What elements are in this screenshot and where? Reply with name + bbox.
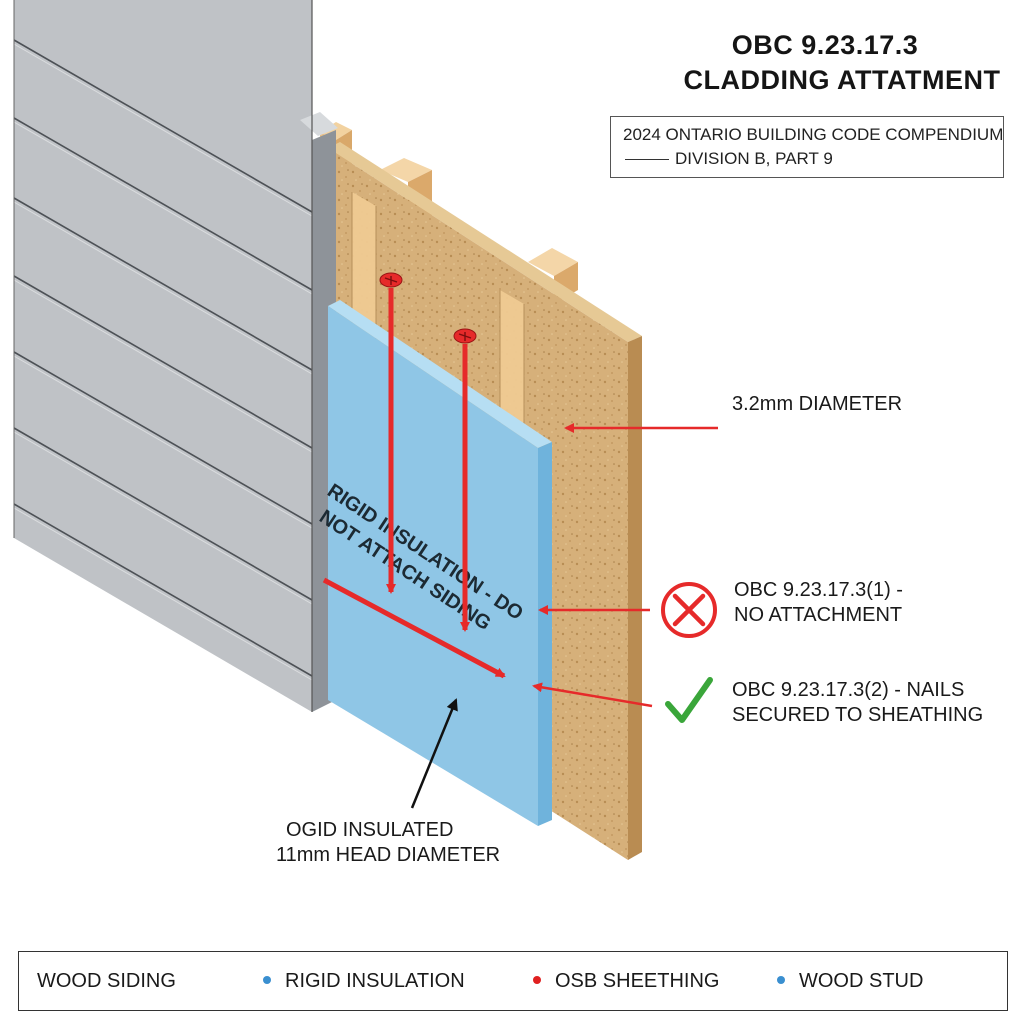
wood-siding (13, 0, 338, 712)
legend-item-rigid-insulation: RIGID INSULATION (263, 970, 465, 993)
legend-item-osb-sheathing: OSB SHEETHING (533, 970, 719, 993)
source-line2: DIVISION B, PART 9 (675, 149, 833, 168)
arrow-bottom-label (410, 698, 458, 809)
legend-dot-blue (777, 975, 785, 984)
callout-bottom: OGID INSULATED 11mm HEAD DIAMETER (276, 818, 500, 868)
source-line2-wrap: DIVISION B, PART 9 (625, 149, 833, 169)
nail-2 (453, 328, 477, 632)
dash-rule (625, 159, 669, 161)
legend: WOOD SIDING RIGID INSULATION OSB SHEETHI… (18, 951, 1008, 1011)
callout-bottom-line1: OGID INSULATED (286, 819, 454, 841)
title-line1: OBC 9.23.17.3 (731, 30, 919, 60)
callout-nails-line2: SECURED TO SHEATHING (732, 704, 984, 726)
legend-dot-red (533, 975, 541, 984)
legend-dot-blue (263, 975, 271, 984)
source-line1: 2024 ONTARIO BUILDING CODE COMPENDIUM (623, 125, 1004, 144)
diagonal-red-arrow (322, 577, 506, 679)
legend-label: OSB SHEETHING (555, 970, 720, 992)
rigid-insulation-panel: RIGID INSULATION - DO NOT ATTACH SIDING (315, 300, 552, 826)
arrow-nails (532, 682, 653, 708)
check-icon (665, 677, 713, 723)
title-line2: CLADDING ATTATMENT (683, 65, 1001, 95)
callout-nails: OBC 9.23.17.3(2) - NAILS SECURED TO SHEA… (732, 678, 983, 728)
legend-label: WOOD STUD (799, 970, 924, 992)
legend-label: WOOD SIDING (37, 970, 176, 992)
callout-no-attachment: OBC 9.23.17.3(1) - NO ATTACHMENT (734, 578, 903, 628)
callout-nails-line1: OBC 9.23.17.3(2) - NAILS (732, 679, 965, 701)
diagram-title: OBC 9.23.17.3 CLADDING ATTATMENT (640, 30, 1020, 96)
callout-bottom-line2: 11mm HEAD DIAMETER (276, 844, 501, 866)
legend-item-wood-siding: WOOD SIDING (37, 970, 176, 993)
nail-1 (379, 272, 403, 594)
legend-label: RIGID INSULATION (285, 970, 465, 992)
callout-diameter: 3.2mm DIAMETER (732, 393, 903, 415)
x-circle-icon (661, 582, 717, 638)
source-box: 2024 ONTARIO BUILDING CODE COMPENDIUM DI… (610, 116, 1004, 178)
callout-no-attachment-line1: OBC 9.23.17.3(1) - (734, 579, 903, 601)
legend-item-wood-stud: WOOD STUD (777, 970, 923, 993)
callout-no-attachment-line2: NO ATTACHMENT (734, 604, 903, 626)
